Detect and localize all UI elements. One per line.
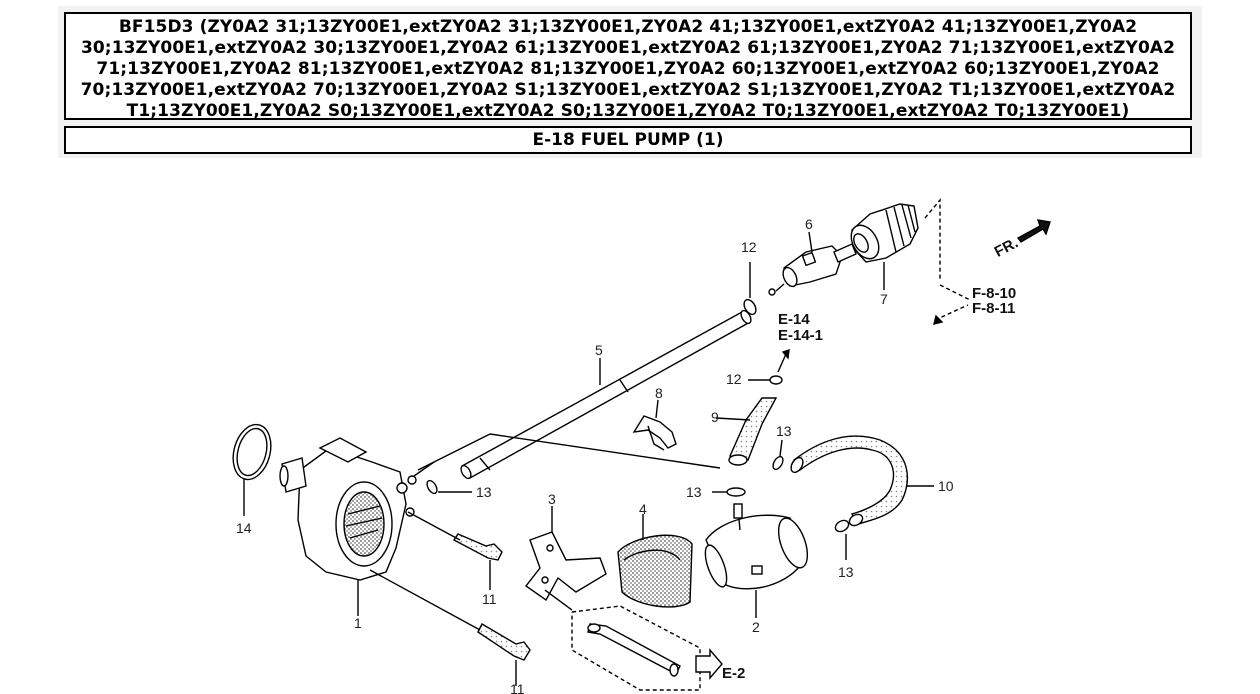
forward-direction-icon xyxy=(1016,219,1051,243)
ref-e14: E-14 xyxy=(778,311,810,328)
diagram-header: BF15D3 (ZY0A2 31;13ZY00E1,extZY0A2 31;13… xyxy=(58,6,1202,158)
callout-labels: FR. F-8-10 F-8-11 E-14 E-14-1 E-2 1 2 3 … xyxy=(236,216,1021,694)
callout-14: 14 xyxy=(236,520,252,536)
part-14-o-ring xyxy=(232,423,272,516)
callout-8: 8 xyxy=(655,385,663,401)
callout-11-lower: 11 xyxy=(510,681,525,694)
callout-3: 3 xyxy=(548,491,556,507)
part-5-fuel-tube xyxy=(460,309,752,480)
callout-11-upper: 11 xyxy=(482,591,497,607)
reference-leader-f8 xyxy=(924,198,971,325)
part-1-fuel-pump xyxy=(279,437,481,631)
callout-6: 6 xyxy=(805,216,813,232)
part-13-clips xyxy=(426,439,850,560)
callout-13-lower: 13 xyxy=(838,564,854,580)
callout-13-pump: 13 xyxy=(476,484,492,500)
ref-f8-10: F-8-10 xyxy=(972,285,1016,302)
callout-5: 5 xyxy=(595,342,603,358)
callout-4: 4 xyxy=(639,501,647,517)
callout-2: 2 xyxy=(752,619,760,635)
part-9-fuel-hose xyxy=(715,348,790,466)
section-title: E-18 FUEL PUMP (1) xyxy=(64,126,1192,154)
part-2-fuel-strainer xyxy=(704,503,809,618)
bolt-e2-reference xyxy=(571,605,723,691)
callout-9: 9 xyxy=(711,409,719,425)
ref-f8-11: F-8-11 xyxy=(972,300,1015,317)
part-8-clamp xyxy=(632,399,677,451)
part-3-bracket xyxy=(524,506,607,611)
callout-13-hose: 13 xyxy=(776,423,792,439)
ref-e14-1: E-14-1 xyxy=(778,327,823,344)
callout-12-upper: 12 xyxy=(741,239,757,255)
part-10-fuel-hose xyxy=(790,435,934,527)
part-4-filter-band xyxy=(617,514,693,608)
assembly-leaders xyxy=(417,433,721,471)
callout-7: 7 xyxy=(880,291,888,307)
callout-13-strainer: 13 xyxy=(686,484,702,500)
part-11-bolts xyxy=(452,533,531,686)
part-6-joint xyxy=(768,231,857,296)
direction-label: FR. xyxy=(992,234,1021,260)
ref-e2: E-2 xyxy=(722,665,745,682)
callout-1: 1 xyxy=(354,615,362,631)
model-title: BF15D3 (ZY0A2 31;13ZY00E1,extZY0A2 31;13… xyxy=(64,12,1192,121)
part-12-clip-upper xyxy=(743,262,757,316)
part-7-fuel-filter xyxy=(850,203,919,290)
callout-10: 10 xyxy=(938,478,954,494)
callout-12-lower: 12 xyxy=(726,371,742,387)
